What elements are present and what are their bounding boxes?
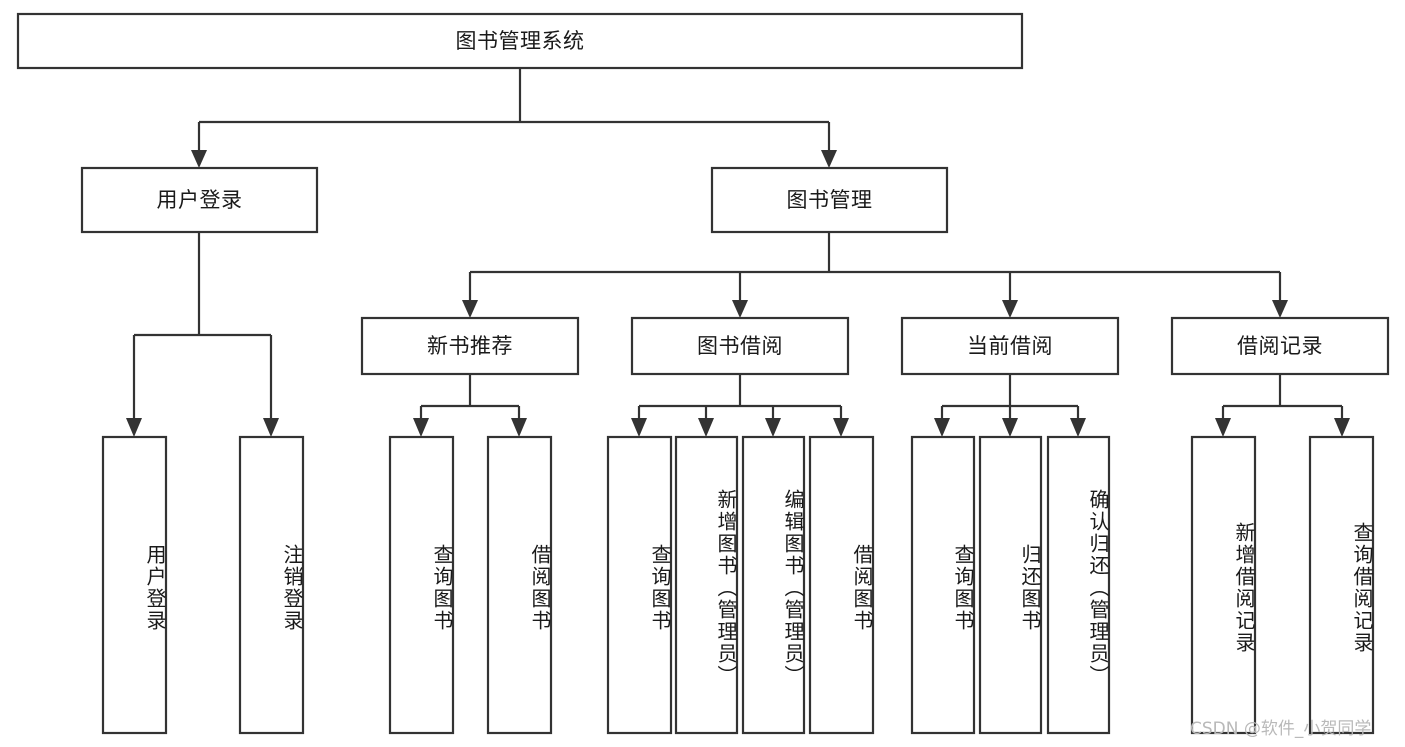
edge-book-manage-to-level3 bbox=[462, 232, 1288, 318]
edge-current-borrow-to-leaves bbox=[934, 374, 1086, 437]
node-borrow-record[interactable] bbox=[1170, 316, 1390, 376]
node-leaf-borrow-book-2[interactable] bbox=[808, 435, 875, 735]
node-leaf-user-login[interactable] bbox=[101, 435, 168, 735]
node-leaf-query-book-1[interactable] bbox=[388, 435, 455, 735]
node-user-login[interactable] bbox=[80, 166, 319, 234]
node-leaf-return-book[interactable] bbox=[978, 435, 1043, 735]
edge-borrow-record-to-leaves bbox=[1215, 374, 1350, 437]
node-current-borrow[interactable] bbox=[900, 316, 1120, 376]
edge-book-borrow-to-leaves bbox=[631, 374, 849, 437]
node-leaf-query-record[interactable] bbox=[1308, 435, 1375, 735]
node-book-borrow[interactable] bbox=[630, 316, 850, 376]
node-leaf-add-record[interactable] bbox=[1190, 435, 1257, 735]
node-book-manage[interactable] bbox=[710, 166, 949, 234]
node-new-book-rec[interactable] bbox=[360, 316, 580, 376]
node-leaf-query-book-3[interactable] bbox=[910, 435, 976, 735]
edge-new-book-rec-to-leaves bbox=[413, 374, 527, 437]
node-leaf-logout[interactable] bbox=[238, 435, 305, 735]
node-leaf-query-book-2[interactable] bbox=[606, 435, 673, 735]
node-leaf-add-book[interactable] bbox=[674, 435, 739, 735]
node-leaf-confirm-return[interactable] bbox=[1046, 435, 1111, 735]
node-leaf-borrow-book-1[interactable] bbox=[486, 435, 553, 735]
edge-root-to-level2 bbox=[191, 68, 837, 168]
node-leaf-edit-book[interactable] bbox=[741, 435, 806, 735]
csdn-watermark: CSDN @软件_小贺同学 bbox=[1190, 719, 1372, 739]
edge-user-login-to-leaves bbox=[126, 232, 279, 437]
node-root[interactable] bbox=[16, 12, 1024, 70]
